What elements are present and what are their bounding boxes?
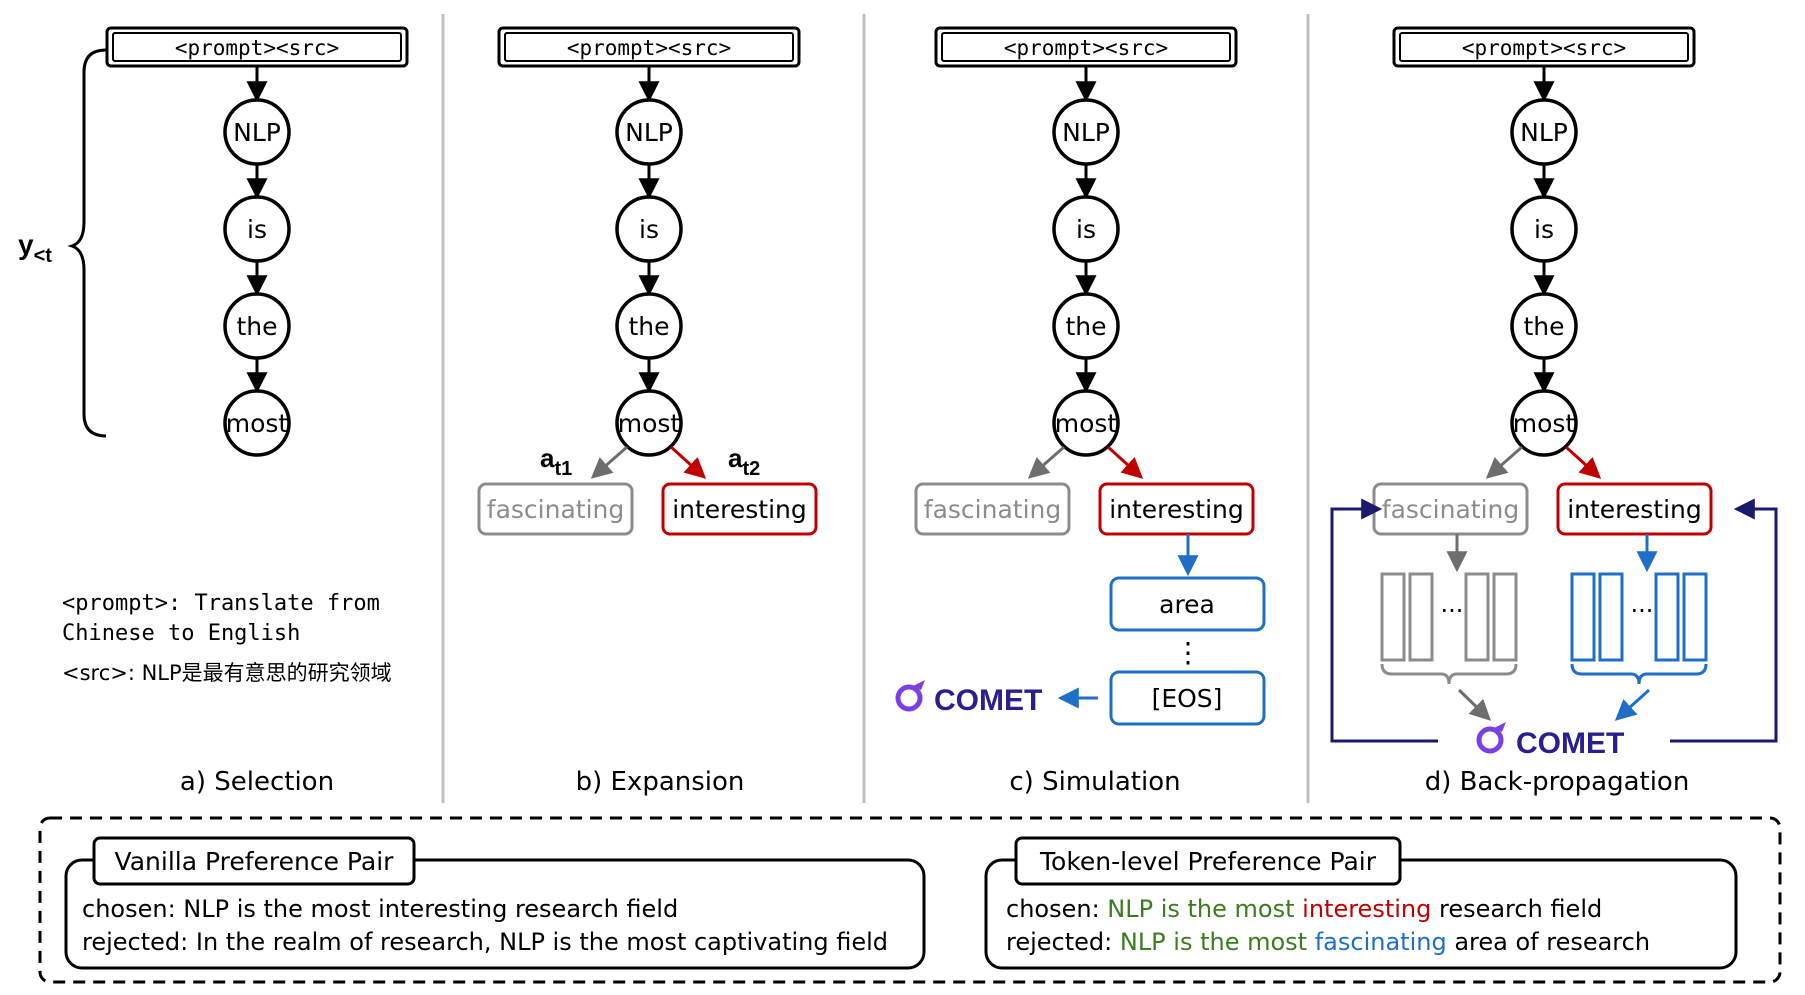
candidate-label-right: interesting — [1567, 495, 1702, 524]
rollout-bar — [1464, 572, 1490, 662]
token-node — [1052, 389, 1120, 457]
vanilla-rejected: rejected: In the realm of research, NLP … — [82, 928, 888, 956]
brace-icon — [1570, 663, 1708, 685]
panel-backpropagation: <prompt><src> NLP is the most fascinating inte… — [1372, 26, 1713, 536]
comet-logo-icon — [1476, 722, 1506, 754]
token-node — [223, 389, 291, 457]
candidate-label-right: interesting — [1109, 495, 1244, 524]
token-node-label: most — [1513, 409, 1576, 438]
prompt-src-box-inner — [504, 32, 794, 62]
panel-simulation: <prompt><src> NLP is the most fascinating inte… — [914, 26, 1255, 536]
token-node-label: NLP — [233, 118, 281, 147]
token-node-label: the — [1523, 312, 1564, 341]
vanilla-pair-box — [64, 858, 926, 970]
arrow-icon — [1106, 445, 1144, 479]
prompt-src-label: <prompt><src> — [1004, 36, 1168, 60]
arrow-icon — [1457, 688, 1492, 721]
caption-selection: a) Selection — [180, 767, 334, 797]
sim-eos-label: [EOS] — [1152, 684, 1223, 713]
bp-rollout-left: ... — [1380, 534, 1518, 721]
token-pair-title-box — [1014, 836, 1402, 886]
token-node-label: is — [1534, 215, 1554, 244]
prompt-src-box-inner — [112, 32, 402, 62]
vanilla-pair-title: Vanilla Preference Pair — [115, 847, 395, 876]
prompt-src-box-inner — [941, 32, 1231, 62]
brace-icon — [67, 48, 107, 438]
token-chosen: chosen: NLP is the most interesting rese… — [1006, 895, 1602, 923]
action-label-at2: at2 — [728, 443, 760, 480]
rollout-bar — [1682, 572, 1708, 662]
rollout-dots: ... — [1441, 590, 1464, 618]
y-label: y<t — [18, 229, 52, 267]
token-node-label: is — [247, 215, 267, 244]
rollout-bar — [1492, 572, 1518, 662]
sim-token-box — [1109, 576, 1266, 632]
token-node-label: NLP — [1520, 118, 1568, 147]
arrow-icon — [590, 445, 628, 479]
token-pair-title: Token-level Preference Pair — [1039, 847, 1377, 876]
rollout-bar — [1408, 572, 1434, 662]
token-node-label: NLP — [1062, 118, 1110, 147]
candidate-label-left: fascinating — [924, 495, 1061, 524]
vanilla-pair-title-box — [92, 836, 416, 886]
comet-logo-icon — [895, 680, 925, 712]
token-node-label: most — [1055, 409, 1118, 438]
arrow-icon — [669, 445, 707, 479]
sim-eos-box — [1109, 670, 1266, 726]
token-node-label: the — [236, 312, 277, 341]
candidate-box-left — [914, 482, 1071, 536]
bp-rollout-right: ... — [1570, 534, 1708, 721]
token-node-label: most — [226, 409, 289, 438]
rollout-dots: ... — [1631, 590, 1654, 618]
candidate-box-left — [477, 482, 634, 536]
caption-backpropagation: d) Back-propagation — [1425, 767, 1690, 797]
legend-prompt-line1: <prompt>: Translate from — [62, 591, 380, 616]
rollout-bar — [1380, 572, 1406, 662]
caption-expansion: b) Expansion — [576, 767, 745, 797]
arrow-icon — [1485, 445, 1523, 479]
candidate-box-right — [1556, 482, 1713, 536]
panel-expansion: <prompt><src> NLP is the most fascinating inte… — [477, 26, 818, 536]
legend-prompt-line2: Chinese to English — [62, 621, 300, 646]
token-node-label: the — [1065, 312, 1106, 341]
feedback-arrow-right — [1670, 498, 1778, 743]
caption-simulation: c) Simulation — [1009, 767, 1180, 797]
prompt-src-label: <prompt><src> — [567, 36, 731, 60]
candidate-box-right — [661, 482, 818, 536]
token-rejected: rejected: NLP is the most fascinating ar… — [1006, 928, 1650, 956]
prompt-src-label: <prompt><src> — [1462, 36, 1626, 60]
prompt-src-label: <prompt><src> — [175, 36, 339, 60]
arrow-icon — [1027, 445, 1065, 479]
preference-pairs-frame — [38, 816, 1782, 984]
vanilla-chosen: chosen: NLP is the most interesting rese… — [82, 895, 678, 923]
feedback-arrow-left — [1330, 498, 1438, 743]
candidate-label-left: fascinating — [1382, 495, 1519, 524]
token-node-label: is — [1076, 215, 1096, 244]
token-node-label: the — [628, 312, 669, 341]
action-label-at1: at1 — [540, 443, 572, 480]
panel-selection: <prompt><src> NLP is the most — [105, 26, 409, 457]
comet-label: COMET — [934, 684, 1042, 717]
candidate-box-right — [1098, 482, 1255, 536]
legend: <prompt>: Translate from Chinese to Engl… — [62, 591, 392, 685]
candidate-label-right: interesting — [672, 495, 807, 524]
prompt-src-box-inner — [1399, 32, 1689, 62]
candidate-label-left: fascinating — [487, 495, 624, 524]
sim-token-label: area — [1159, 590, 1215, 619]
arrow-icon — [1564, 445, 1602, 479]
brace-icon — [1380, 663, 1518, 685]
token-node-label: NLP — [625, 118, 673, 147]
sim-dots: ⋮ — [1174, 636, 1202, 669]
comet-label: COMET — [1516, 727, 1624, 760]
legend-src-line: <src>: NLP是最有意思的研究领域 — [62, 661, 392, 685]
rollout-bar — [1654, 572, 1680, 662]
rollout-bar — [1598, 572, 1624, 662]
token-node-label: is — [639, 215, 659, 244]
token-node — [615, 389, 683, 457]
token-node-label: most — [618, 409, 681, 438]
rollout-bar — [1570, 572, 1596, 662]
token-node — [1510, 389, 1578, 457]
arrow-icon — [1614, 688, 1651, 721]
